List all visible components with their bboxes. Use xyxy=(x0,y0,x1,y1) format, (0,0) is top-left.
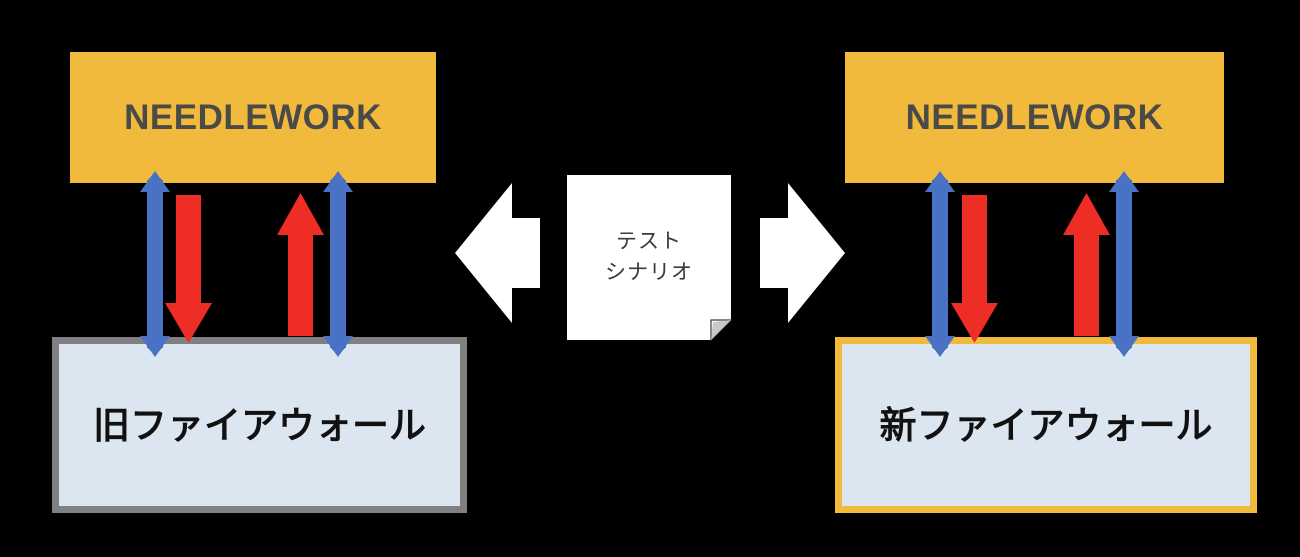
old-firewall-label: 旧ファイアウォール xyxy=(93,404,426,446)
old-firewall-box: 旧ファイアウォール xyxy=(52,337,467,513)
needlework-label-left: NEEDLEWORK xyxy=(124,98,382,137)
scenario-line-1: テスト xyxy=(616,230,682,253)
connector-blue-bidirectional-left-1 xyxy=(140,171,170,357)
needlework-box-right: NEEDLEWORK xyxy=(845,52,1224,183)
connector-blue-bidirectional-left-2 xyxy=(323,171,353,357)
chevron-left-icon xyxy=(455,183,540,323)
connector-red-down-left xyxy=(165,195,212,343)
connector-blue-bidirectional-right-1 xyxy=(925,171,955,357)
chevron-right-icon xyxy=(760,183,845,323)
scenario-document: テスト シナリオ xyxy=(567,175,731,340)
needlework-box-left: NEEDLEWORK xyxy=(70,52,436,183)
new-firewall-box: 新ファイアウォール xyxy=(835,337,1257,513)
new-firewall-label: 新ファイアウォール xyxy=(879,404,1213,446)
connector-red-up-right xyxy=(1063,193,1110,336)
connector-blue-bidirectional-right-2 xyxy=(1109,171,1139,357)
connector-red-up-left xyxy=(277,193,324,336)
scenario-line-2: シナリオ xyxy=(605,261,693,284)
connector-red-down-right xyxy=(951,195,998,343)
needlework-label-right: NEEDLEWORK xyxy=(905,98,1164,137)
